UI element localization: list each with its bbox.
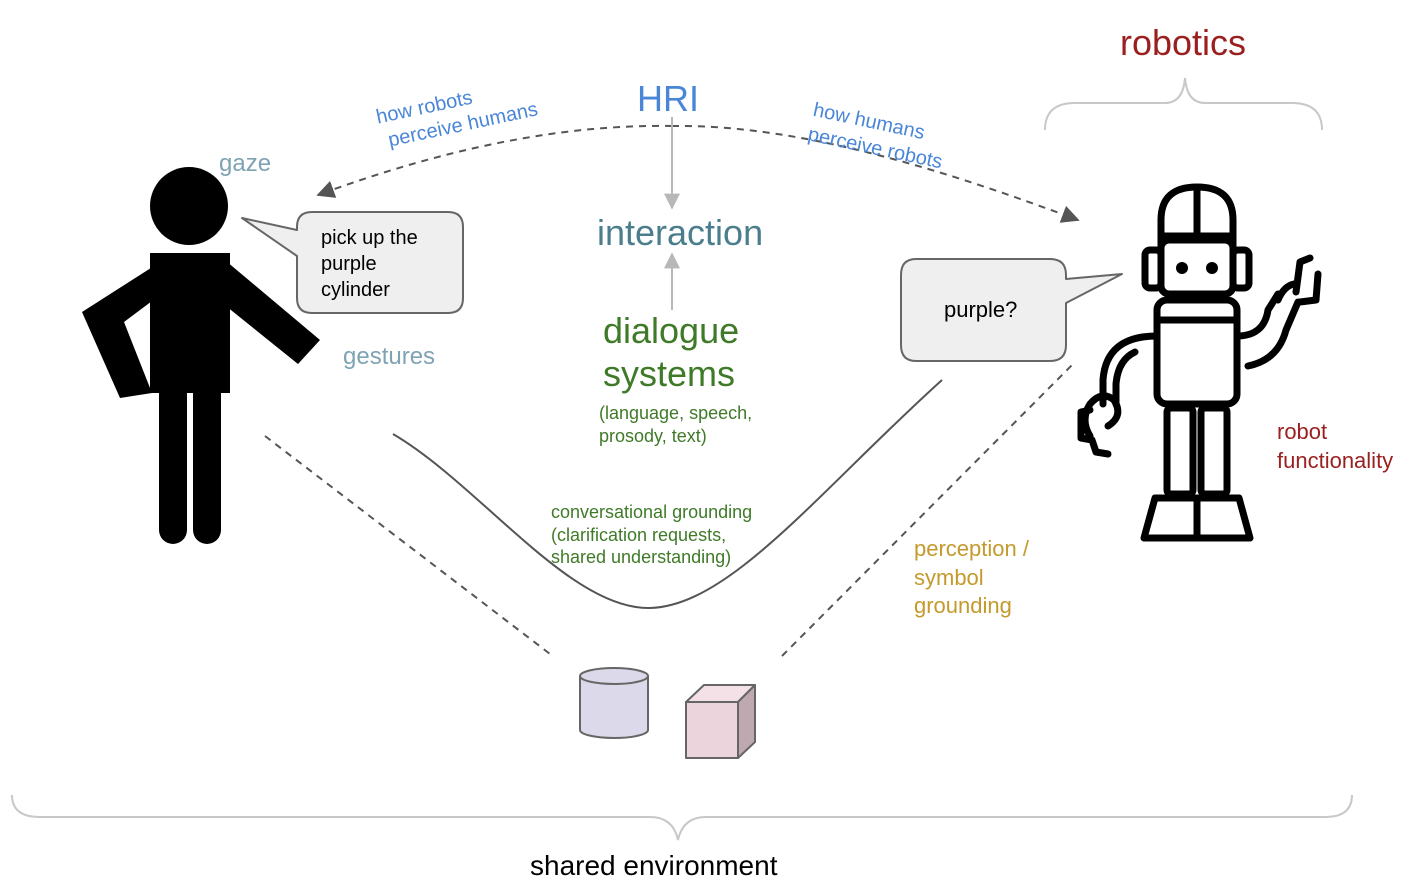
human-figure-icon (82, 167, 320, 544)
pink-cube-icon (685, 684, 756, 759)
perception-arc-left (316, 124, 673, 198)
dialogue-modalities-label: (language, speech, prosody, text) (599, 402, 752, 447)
robot-functionality-line-1: robot (1277, 419, 1328, 444)
robot-icon (1077, 183, 1322, 542)
dialogue-modalities-line-1: (language, speech, (599, 403, 753, 423)
robot-utterance: purple? (944, 297, 1018, 322)
robotics-label: robotics (1120, 22, 1247, 63)
grounding-line-2: (clarification requests, (551, 524, 727, 545)
perception-line-1: perception / (914, 536, 1029, 561)
gaze-label: gaze (219, 150, 272, 177)
dialogue-systems-line-1: dialogue (603, 310, 740, 351)
shared-environment-label: shared environment (530, 850, 778, 881)
human-utterance-line-2: purple (321, 253, 377, 275)
interaction-label: interaction (597, 212, 764, 253)
human-utterance-line-3: cylinder (321, 279, 390, 301)
hri-label: HRI (637, 78, 699, 119)
human-utterance-line-1: pick up the (321, 227, 418, 249)
perception-grounding-label: perception / symbol grounding (914, 535, 1029, 621)
robot-to-objects-dashed (781, 361, 1076, 657)
robot-speech-bubble (900, 258, 1123, 362)
dialogue-modalities-line-2: prosody, text) (599, 425, 707, 446)
perception-line-2: symbol (914, 564, 984, 590)
conversational-grounding-label: conversational grounding (clarification … (551, 501, 752, 569)
grounding-line-3: shared understanding) (551, 547, 732, 567)
robot-functionality-line-2: functionality (1277, 447, 1394, 473)
gestures-label: gestures (343, 343, 436, 370)
purple-cylinder-icon (579, 667, 649, 739)
human-speech-bubble (241, 211, 464, 314)
perception-line-3: grounding (914, 593, 1012, 619)
dialogue-systems-label: dialogue systems (603, 309, 739, 395)
dialogue-systems-line-2: systems (603, 353, 736, 395)
robot-eyes (1176, 262, 1218, 274)
human-to-objects-dashed (264, 435, 551, 655)
conversational-grounding-curve (392, 379, 943, 610)
human-utterance: pick up the purple cylinder (321, 225, 418, 303)
grounding-line-1: conversational grounding (551, 502, 753, 522)
perception-arc-right (671, 124, 1080, 223)
robot-functionality-label: robot functionality (1277, 418, 1393, 475)
shared-environment-brace (11, 794, 1353, 841)
robotics-brace (1044, 77, 1323, 131)
